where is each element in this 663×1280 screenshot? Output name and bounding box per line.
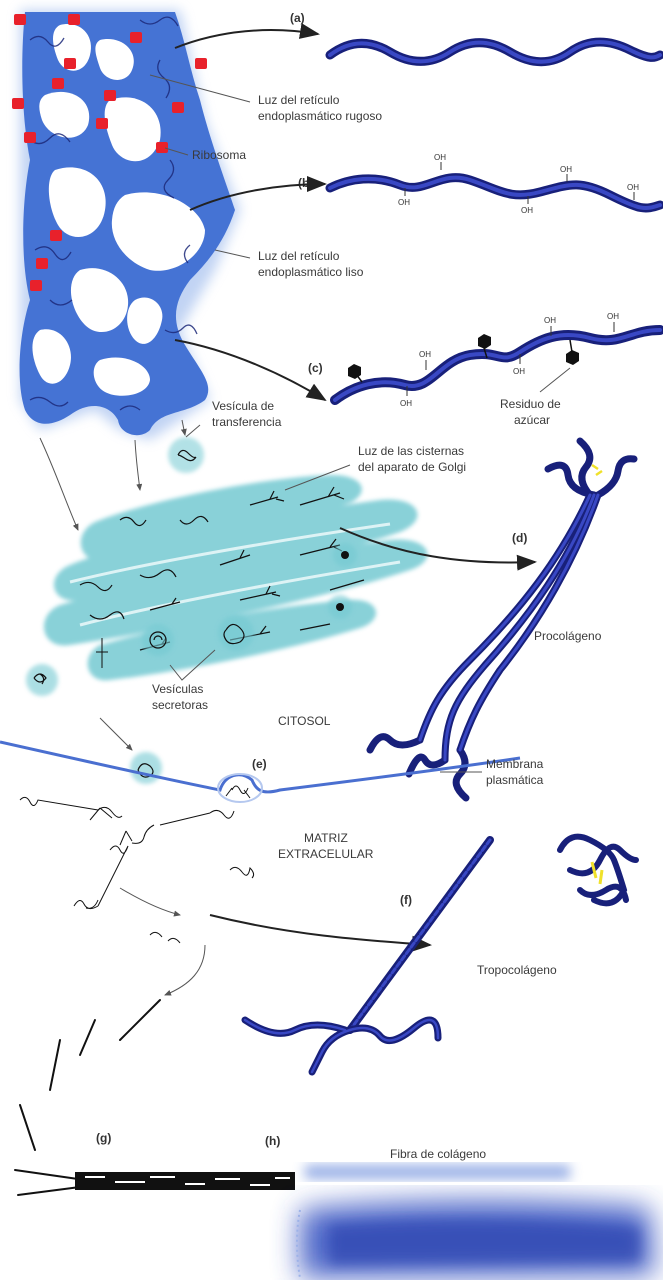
panel-b-label: (b) bbox=[298, 176, 313, 190]
arrow-er-golgi-1 bbox=[40, 438, 78, 530]
aligning-tropocollagen-rods bbox=[15, 1000, 160, 1195]
golgi-label-2: del aparato de Golgi bbox=[358, 460, 466, 474]
tropocollagen-label: Tropocolágeno bbox=[477, 963, 557, 977]
extracellular-procollagen bbox=[20, 797, 254, 943]
collagen-fiber bbox=[297, 1165, 655, 1278]
oh-c-4: OH bbox=[544, 316, 556, 325]
arrow-matrix-1 bbox=[120, 888, 180, 915]
transfer-label-2: transferencia bbox=[212, 415, 282, 429]
oh-c-2: OH bbox=[400, 399, 412, 408]
sugar-label-1: Residuo de bbox=[500, 397, 561, 411]
panel-h-label: (h) bbox=[265, 1134, 280, 1148]
panel-e-label: (e) bbox=[252, 757, 267, 771]
panel-f-label: (f) bbox=[400, 893, 412, 907]
oh-b-2: OH bbox=[398, 198, 410, 207]
panel-g-label: (g) bbox=[96, 1131, 111, 1145]
oh-c-1: OH bbox=[419, 350, 431, 359]
cytosol-label: CITOSOL bbox=[278, 714, 331, 728]
secretory-label-2: secretoras bbox=[152, 698, 208, 712]
procollagen-label: Procolágeno bbox=[534, 629, 602, 643]
transfer-vesicle bbox=[168, 437, 204, 473]
arrow-matrix-2 bbox=[165, 945, 205, 995]
golgi-label-1: Luz de las cisternas bbox=[358, 444, 464, 458]
procollagen-molecule bbox=[370, 441, 634, 798]
rer-lumen-label-1: Luz del retículo bbox=[258, 93, 340, 107]
arrow-er-golgi-3 bbox=[182, 420, 185, 435]
membrane-label-2: plasmática bbox=[486, 773, 544, 787]
transfer-pointer bbox=[186, 425, 200, 437]
oh-c-3: OH bbox=[513, 367, 525, 376]
chain-c bbox=[335, 330, 660, 400]
arrow-vesicle-membrane bbox=[100, 718, 132, 750]
oh-c-5: OH bbox=[607, 312, 619, 321]
oh-b-4: OH bbox=[560, 165, 572, 174]
panel-a-label: (a) bbox=[290, 11, 305, 25]
secretory-label-1: Vesículas bbox=[152, 682, 203, 696]
sugar-label-2: azúcar bbox=[514, 413, 550, 427]
panel-c-label: (c) bbox=[308, 361, 323, 375]
panel-d-label: (d) bbox=[512, 531, 527, 545]
arrow-er-golgi-2 bbox=[135, 440, 140, 490]
fiber-label: Fibra de colágeno bbox=[390, 1147, 486, 1161]
membrane-label-1: Membrana bbox=[486, 757, 544, 771]
rer-lumen-label-2: endoplasmático rugoso bbox=[258, 109, 382, 123]
oh-b-3: OH bbox=[521, 206, 533, 215]
chain-b bbox=[330, 178, 660, 208]
chain-a bbox=[330, 42, 660, 62]
assembled-fibril bbox=[75, 1172, 295, 1190]
matrix-label-2: EXTRACELULAR bbox=[278, 847, 374, 861]
matrix-label-1: MATRIZ bbox=[304, 831, 348, 845]
ser-lumen-label-1: Luz del retículo bbox=[258, 249, 340, 263]
oh-b-5: OH bbox=[627, 183, 639, 192]
tropocollagen-molecule bbox=[245, 837, 636, 1072]
sugar-pointer bbox=[540, 368, 570, 392]
transfer-label-1: Vesícula de bbox=[212, 399, 274, 413]
arrow-to-f bbox=[210, 915, 430, 945]
endoplasmic-reticulum bbox=[12, 10, 240, 440]
ser-lumen-label-2: endoplasmático liso bbox=[258, 265, 364, 279]
arrow-to-a bbox=[175, 30, 318, 48]
ribosome-label: Ribosoma bbox=[192, 148, 246, 162]
oh-b-1: OH bbox=[434, 153, 446, 162]
